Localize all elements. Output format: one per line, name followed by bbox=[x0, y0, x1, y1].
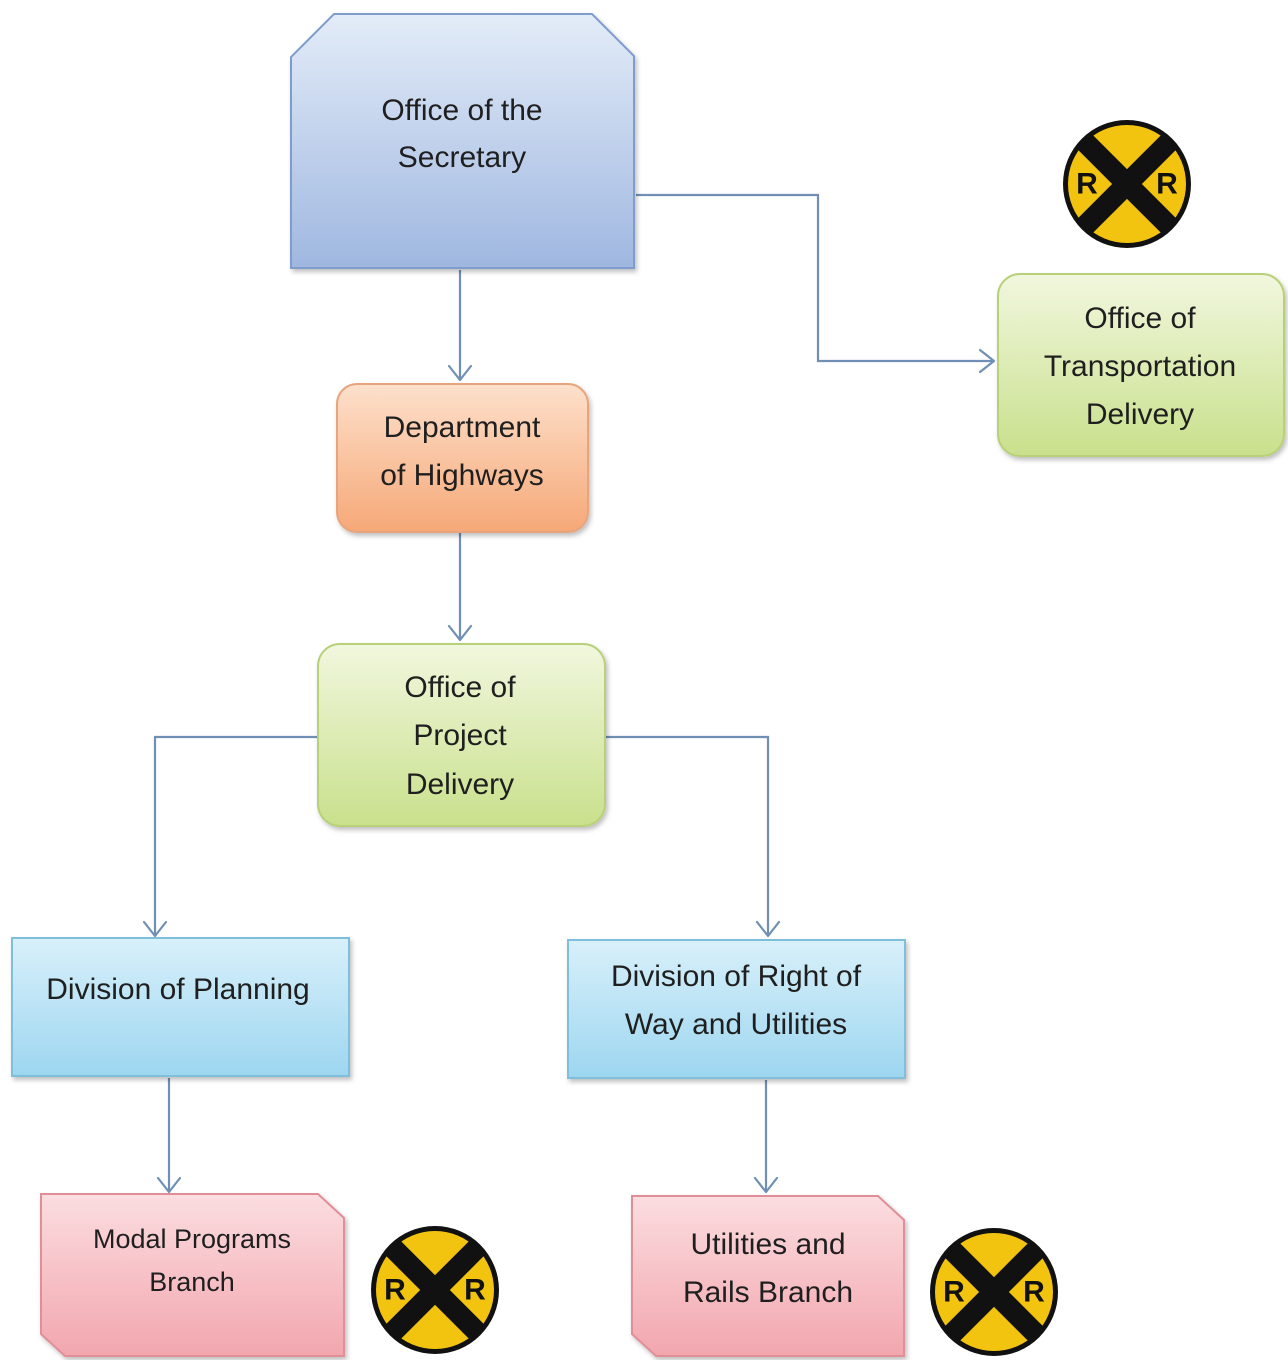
rr-letter-left: R bbox=[943, 1276, 965, 1309]
node-highways-line-2: of Highways bbox=[380, 459, 543, 492]
rr-letter-left: R bbox=[384, 1274, 406, 1307]
node-office-of-project-delivery: Office of Project Delivery bbox=[317, 643, 606, 827]
node-project-line-3: Delivery bbox=[406, 768, 514, 801]
rr-letter-right: R bbox=[1023, 1276, 1045, 1309]
node-planning-line-1: Division of Planning bbox=[46, 973, 309, 1006]
arrowhead-transportation bbox=[978, 348, 996, 374]
node-highways-line-1: Department bbox=[384, 411, 541, 444]
node-modal-line-2: Branch bbox=[149, 1267, 235, 1297]
rr-letter-right: R bbox=[1156, 168, 1178, 201]
connector-secretary-transportation bbox=[636, 193, 994, 363]
node-utilities-line-1: Utilities and bbox=[690, 1228, 845, 1261]
node-transportation-line-1: Office of bbox=[1084, 302, 1196, 335]
node-transportation-line-3: Delivery bbox=[1086, 398, 1194, 431]
node-secretary-line-1: Office of the bbox=[381, 94, 542, 127]
connector-project-rightofway bbox=[606, 735, 770, 936]
node-modal-line-1: Modal Programs bbox=[93, 1224, 291, 1254]
node-office-of-the-secretary: Office of the Secretary bbox=[290, 13, 635, 269]
arrowhead-highways bbox=[447, 364, 473, 382]
node-utilities-line-2: Rails Branch bbox=[683, 1276, 853, 1309]
node-office-of-transportation-delivery: Office of Transportation Delivery bbox=[997, 273, 1285, 457]
arrowhead-planning bbox=[142, 920, 168, 938]
node-rightofway-line-2: Way and Utilities bbox=[625, 1008, 847, 1041]
rr-letter-left: R bbox=[1076, 168, 1098, 201]
railroad-crossing-icon: R R bbox=[1063, 120, 1191, 248]
node-project-line-2: Project bbox=[413, 719, 507, 752]
node-transportation-line-2: Transportation bbox=[1044, 350, 1236, 383]
node-modal-programs-branch: Modal Programs Branch bbox=[40, 1193, 345, 1357]
railroad-crossing-icon: R R bbox=[371, 1226, 499, 1354]
node-rightofway-line-1: Division of Right of bbox=[611, 960, 862, 993]
railroad-crossing-icon: R R bbox=[930, 1228, 1058, 1356]
arrowhead-modal bbox=[156, 1176, 182, 1194]
arrowhead-rightofway bbox=[755, 920, 781, 938]
node-division-of-right-of-way: Division of Right of Way and Utilities bbox=[567, 939, 906, 1079]
arrowhead-project bbox=[447, 624, 473, 642]
arrowhead-utilities bbox=[753, 1176, 779, 1194]
node-utilities-and-rails-branch: Utilities and Rails Branch bbox=[631, 1195, 905, 1357]
node-department-of-highways: Department of Highways bbox=[336, 383, 589, 533]
connector-project-planning bbox=[153, 735, 318, 936]
rr-letter-right: R bbox=[464, 1274, 486, 1307]
node-secretary-line-2: Secretary bbox=[398, 141, 526, 174]
connectors bbox=[142, 193, 996, 1194]
node-project-line-1: Office of bbox=[404, 671, 516, 704]
node-division-of-planning: Division of Planning bbox=[11, 937, 350, 1077]
